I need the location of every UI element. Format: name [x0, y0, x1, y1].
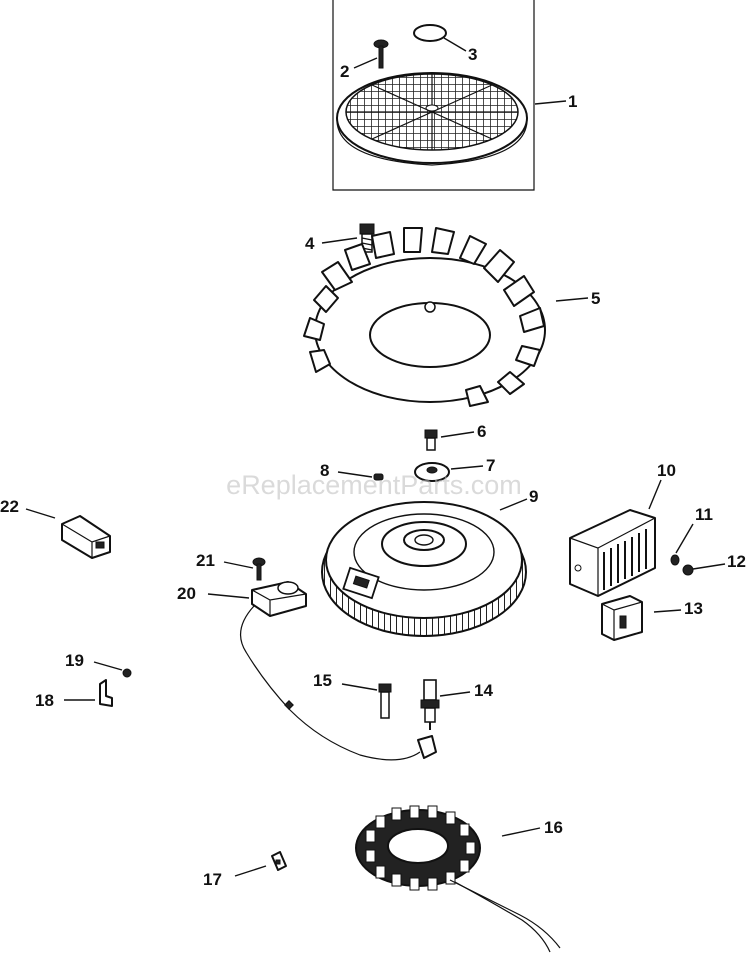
module-screw-part — [252, 557, 266, 581]
callout-21: 21 — [196, 551, 215, 570]
callout-15: 15 — [313, 671, 332, 690]
callout-9: 9 — [529, 487, 538, 506]
flywheel-washer-part — [414, 462, 450, 482]
screen-inset-box — [332, 0, 535, 191]
regulator-connector-part — [601, 595, 643, 641]
regulator-nut-part — [682, 564, 694, 576]
regulator-washer-part — [670, 554, 680, 566]
ground-bracket-part — [99, 679, 113, 707]
callout-16: 16 — [544, 818, 563, 837]
callout-13: 13 — [684, 599, 703, 618]
callout-20: 20 — [177, 584, 196, 603]
terminal-connector-part — [61, 515, 111, 559]
ignition-bolt-part — [378, 683, 392, 719]
callout-10: 10 — [657, 461, 676, 480]
grass-screen-part — [336, 72, 528, 166]
rectifier-regulator-part — [569, 509, 656, 597]
screen-retainer-part — [413, 24, 447, 42]
fan-bolt-part — [359, 223, 375, 253]
callout-4: 4 — [305, 234, 315, 253]
wire-clip-part — [271, 851, 287, 871]
callout-18: 18 — [35, 691, 54, 710]
watermark-text: eReplacementParts.com — [226, 470, 522, 500]
callout-5: 5 — [591, 289, 600, 308]
callout-6: 6 — [477, 422, 486, 441]
spark-plug-part — [420, 679, 440, 730]
flywheel-part — [321, 501, 527, 637]
callout-2: 2 — [340, 62, 349, 81]
flywheel-bolt-part — [424, 429, 438, 451]
callout-17: 17 — [203, 870, 222, 889]
bracket-nut-part — [122, 668, 132, 678]
callout-14: 14 — [474, 681, 493, 700]
callout-11: 11 — [695, 505, 713, 524]
screen-screw-part — [373, 39, 389, 69]
callout-19: 19 — [65, 651, 84, 670]
leader-lines — [25, 37, 726, 877]
callout-3: 3 — [468, 45, 477, 64]
ignition-module-part — [239, 581, 437, 761]
flywheel-key-part — [373, 473, 384, 481]
callout-12: 12 — [727, 552, 746, 571]
callout-22: 22 — [0, 497, 19, 516]
callout-1: 1 — [568, 92, 577, 111]
callout-labels: 1 2 3 4 5 6 7 8 9 10 11 12 13 14 15 16 1… — [0, 45, 746, 889]
callout-7: 7 — [486, 456, 495, 475]
cooling-fan-part — [303, 227, 546, 407]
stator-part — [355, 805, 561, 953]
callout-8: 8 — [320, 461, 329, 480]
